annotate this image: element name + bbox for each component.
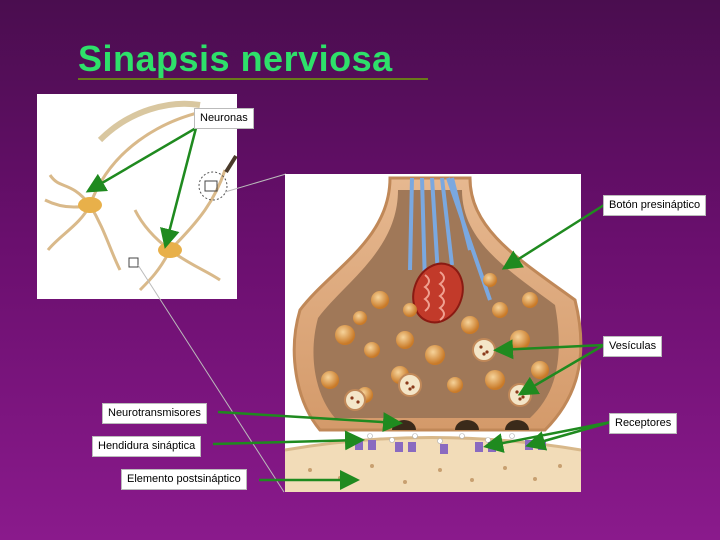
arrow-hendidura: [212, 430, 365, 451]
arrow-neurona-2: [160, 127, 198, 249]
label-boton-presinaptico: Botón presináptico: [603, 195, 707, 216]
synapse-image: [284, 174, 583, 492]
arrow-receptores-2: [483, 420, 612, 453]
slide-title: Sinapsis nerviosa: [78, 38, 393, 79]
arrow-neurotransmisores: [217, 410, 403, 433]
label-neuronas: Neuronas: [194, 108, 254, 129]
label-receptores: Receptores: [609, 413, 678, 434]
label-vesiculas: Vesículas: [603, 336, 663, 357]
label-elemento-postsinaptico: Elemento postsináptico: [121, 469, 247, 490]
arrow-boton: [501, 203, 605, 270]
label-neurotransmisores: Neurotransmisores: [102, 403, 207, 424]
zoom-line-top: [224, 173, 287, 193]
zoom-line-bottom: [137, 264, 285, 493]
arrow-neurona-1: [85, 126, 197, 193]
title-underline: [78, 78, 428, 80]
arrow-vesiculas-1: [493, 339, 605, 360]
arrow-vesiculas-2: [517, 343, 605, 396]
pointer-arrows: [85, 126, 612, 490]
label-hendidura-sinaptica: Hendidura sináptica: [92, 436, 202, 457]
